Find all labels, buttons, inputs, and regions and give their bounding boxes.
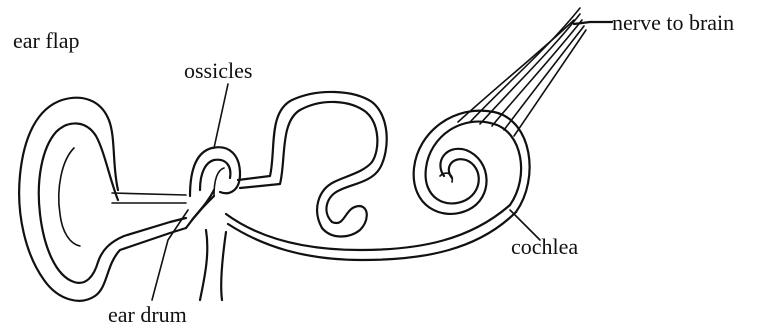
nerve-to-brain-label: nerve to brain: [612, 10, 734, 35]
ossicles-shape: [186, 147, 240, 228]
auditory-nerve: [458, 8, 612, 136]
ear-flap-shape: [19, 98, 186, 301]
ear-drum-leader: [152, 210, 188, 300]
ear-flap-label: ear flap: [13, 28, 80, 53]
eustachian-tube: [200, 230, 226, 300]
ossicles-leader: [214, 84, 228, 148]
cochlea-shape: [414, 111, 530, 214]
semicircular-canals: [238, 92, 387, 237]
leader-lines: [152, 84, 540, 300]
ear-drum-label: ear drum: [108, 302, 187, 327]
cochlear-duct: [226, 205, 516, 260]
ossicles-label: ossicles: [184, 58, 252, 83]
cochlea-label: cochlea: [511, 234, 578, 259]
